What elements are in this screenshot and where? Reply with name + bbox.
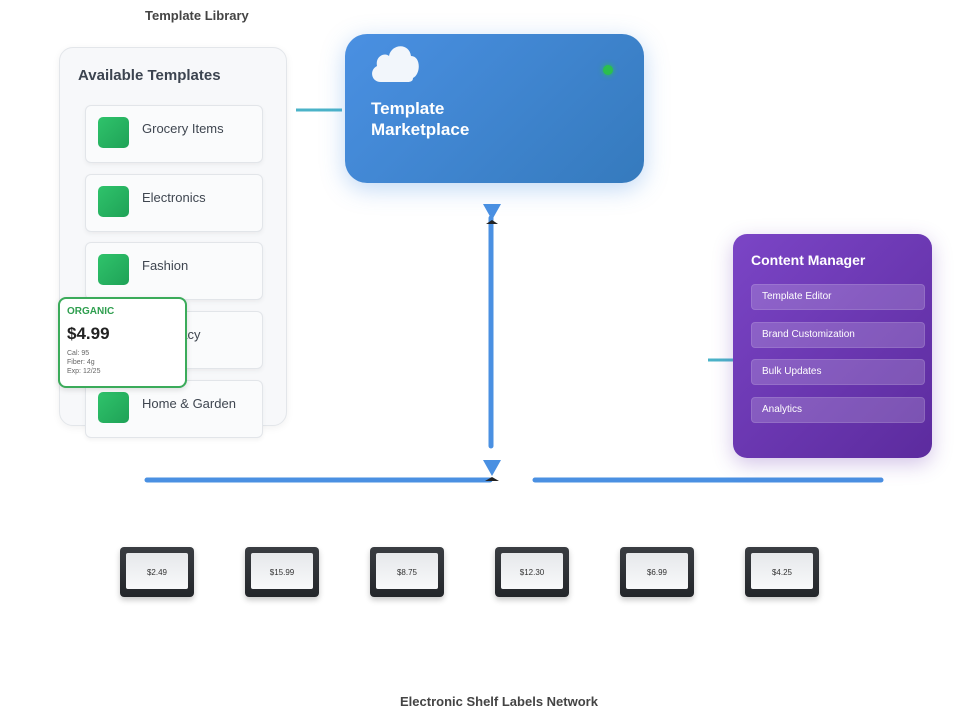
template-swatch-icon: [98, 254, 129, 285]
shelf-label-screen: $4.25: [751, 553, 813, 589]
template-label: Electronics: [142, 190, 206, 205]
shelf-label-screen: $15.99: [251, 553, 313, 589]
analytics-button[interactable]: Analytics: [751, 397, 925, 423]
bulk-updates-button[interactable]: Bulk Updates: [751, 359, 925, 385]
arrow-down-icon: [483, 460, 501, 476]
template-item-electronics[interactable]: Electronics: [85, 174, 263, 232]
shelf-label-device[interactable]: $15.99: [245, 547, 319, 597]
marketplace-title: Template Marketplace: [371, 99, 470, 139]
template-editor-button[interactable]: Template Editor: [751, 284, 925, 310]
shelf-label-screen: $8.75: [376, 553, 438, 589]
shelf-label-price: $2.49: [146, 568, 168, 577]
cloud-icon: [372, 46, 419, 82]
preview-detail: Cal: 95: [67, 350, 90, 357]
arrow-down-icon: [483, 204, 501, 220]
template-item-grocery[interactable]: Grocery Items: [85, 105, 263, 163]
preview-price: $4.99: [67, 324, 110, 343]
shelf-label-device[interactable]: $6.99: [620, 547, 694, 597]
shelf-label-device[interactable]: $4.25: [745, 547, 819, 597]
shelf-label-screen: $12.30: [501, 553, 563, 589]
shelf-label-device[interactable]: $2.49: [120, 547, 194, 597]
shelf-label-price: $4.25: [771, 568, 793, 577]
library-caption: Template Library: [145, 8, 249, 23]
preview-shelf-label[interactable]: ORGANIC $4.99 Cal: 95 Fiber: 4g Exp: 12/…: [58, 297, 187, 388]
template-item-fashion[interactable]: Fashion: [85, 242, 263, 300]
template-item-home-garden[interactable]: Home & Garden: [85, 380, 263, 438]
template-label: Fashion: [142, 258, 189, 273]
content-manager-title: Content Manager: [751, 252, 866, 268]
template-swatch-icon: [98, 392, 129, 423]
brand-customization-button[interactable]: Brand Customization: [751, 322, 925, 348]
template-label: Home & Garden: [142, 396, 236, 411]
content-manager-panel: Content Manager Template Editor Brand Cu…: [733, 234, 932, 458]
shelf-label-price: $8.75: [396, 568, 418, 577]
shelf-label-device[interactable]: $8.75: [370, 547, 444, 597]
template-swatch-icon: [98, 186, 129, 217]
shelf-label-screen: $2.49: [126, 553, 188, 589]
template-marketplace-card[interactable]: Template Marketplace: [345, 34, 644, 183]
shelf-label-device[interactable]: $12.30: [495, 547, 569, 597]
library-title: Available Templates: [78, 67, 221, 84]
preview-detail: Exp: 12/25: [67, 368, 101, 375]
preview-detail: Fiber: 4g: [67, 359, 95, 366]
organic-badge: ORGANIC: [67, 306, 115, 317]
button-label: Analytics: [762, 404, 803, 415]
button-label: Bulk Updates: [762, 366, 822, 377]
template-label: Grocery Items: [142, 121, 224, 136]
template-swatch-icon: [98, 117, 129, 148]
button-label: Template Editor: [762, 291, 832, 302]
shelf-label-price: $12.30: [519, 568, 545, 577]
shelf-label-price: $6.99: [646, 568, 668, 577]
shelf-label-price: $15.99: [269, 568, 295, 577]
shelf-network-caption: Electronic Shelf Labels Network: [400, 694, 598, 709]
button-label: Brand Customization: [762, 329, 855, 340]
shelf-label-screen: $6.99: [626, 553, 688, 589]
status-indicator: [603, 65, 613, 75]
